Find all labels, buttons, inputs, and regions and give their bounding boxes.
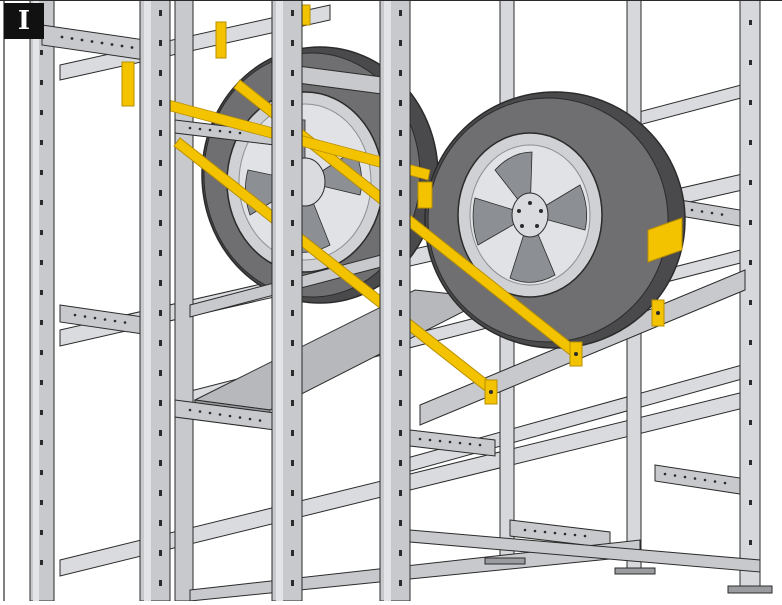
- step-label: I: [4, 3, 44, 39]
- rack-upright-icon: [40, 0, 773, 602]
- tyre-wheel-icon: [424, 91, 686, 349]
